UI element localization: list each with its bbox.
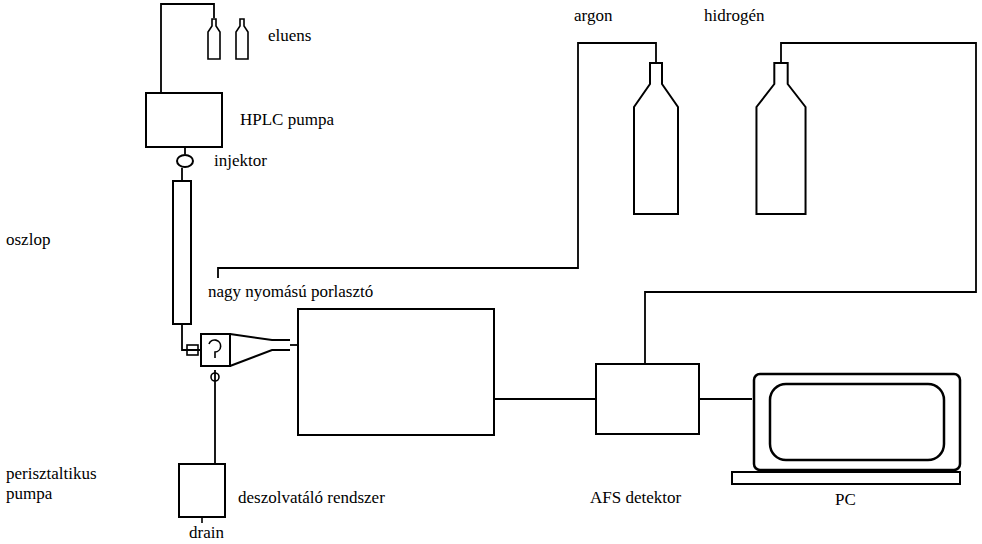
device-label: perisztaltikus pumpa [6,464,114,505]
tube-connector [218,43,656,278]
tube-connector [645,43,976,363]
device-box: oszlop [172,180,192,325]
monitor-shape: PC [752,372,962,487]
device-box: AFS detektor [595,363,700,435]
eluens-shape: eluens [200,18,256,60]
tube-connector [182,168,183,180]
device-label: injektor [214,151,267,171]
outlet-label: drain [189,523,224,543]
bottle-shape: argon [630,62,682,215]
device-label: hidrogén [704,6,764,26]
device-label: deszolvatáló rendszer [238,488,385,508]
neb-shape: nagy nyomású porlasztó [200,330,290,370]
tube-connector [700,399,752,400]
device-label: argon [574,6,612,26]
device-box: deszolvatáló rendszer [297,308,495,436]
bottle-shape: hidrogén [752,62,810,215]
device-label: PC [835,490,856,510]
device-label: AFS detektor [590,488,681,508]
tube-connector [495,399,595,400]
ellipse-shape: injektor [176,154,194,168]
tube-connector [185,148,186,154]
device-box: perisztaltikus pumpa [178,463,226,518]
device-label: HPLC pumpa [240,110,334,130]
drain-tube [201,518,203,523]
tube-connector [182,325,200,350]
device-label: eluens [268,26,311,46]
device-label: oszlop [6,230,50,250]
tube-connector [290,345,297,346]
device-label: nagy nyomású porlasztó [208,282,373,302]
tube-connector [161,4,214,92]
device-box: HPLC pumpa [145,92,223,148]
tube-connector [215,370,216,463]
